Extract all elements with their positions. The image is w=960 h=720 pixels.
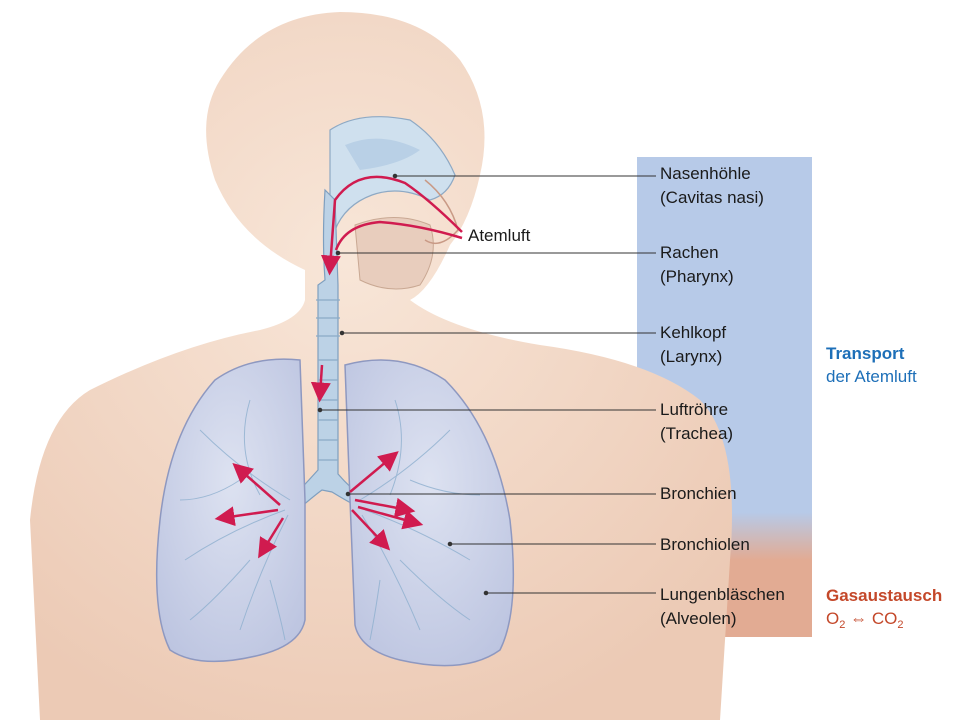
label-nasal-cavity-name: Nasenhöhle <box>660 162 764 186</box>
label-alveoli-name: Lungenbläschen <box>660 583 785 607</box>
label-bronchioles-name: Bronchiolen <box>660 533 750 557</box>
label-bronchi-name: Bronchien <box>660 482 737 506</box>
label-airflow: Atemluft <box>468 224 530 248</box>
label-larynx-name: Kehlkopf <box>660 321 726 345</box>
section-gas-exchange-title: Gasaustausch <box>826 584 942 607</box>
label-pharynx-latin: (Pharynx) <box>660 265 734 289</box>
label-nasal-cavity-latin: (Cavitas nasi) <box>660 186 764 210</box>
label-larynx: Kehlkopf (Larynx) <box>660 321 726 369</box>
label-pharynx-name: Rachen <box>660 241 734 265</box>
label-trachea-name: Luftröhre <box>660 398 733 422</box>
co2-subscript: 2 <box>897 619 903 631</box>
label-bronchioles: Bronchiolen <box>660 533 750 557</box>
section-transport-subtitle: der Atemluft <box>826 365 917 388</box>
section-gas-exchange: Gasaustausch O2 ⇔ CO2 <box>826 584 942 633</box>
o2-symbol: O <box>826 609 839 628</box>
gas-exchange-formula: O2 ⇔ CO2 <box>826 607 942 633</box>
label-nasal-cavity: Nasenhöhle (Cavitas nasi) <box>660 162 764 210</box>
label-alveoli-latin: (Alveolen) <box>660 607 785 631</box>
section-transport: Transport der Atemluft <box>826 342 917 388</box>
label-pharynx: Rachen (Pharynx) <box>660 241 734 289</box>
label-larynx-latin: (Larynx) <box>660 345 726 369</box>
label-trachea: Luftröhre (Trachea) <box>660 398 733 446</box>
label-alveoli: Lungenbläschen (Alveolen) <box>660 583 785 631</box>
label-trachea-latin: (Trachea) <box>660 422 733 446</box>
section-transport-title: Transport <box>826 342 917 365</box>
exchange-arrow: ⇔ <box>845 609 871 628</box>
o2-subscript: 2 <box>839 619 845 631</box>
co2-symbol: CO <box>872 609 898 628</box>
label-bronchi: Bronchien <box>660 482 737 506</box>
